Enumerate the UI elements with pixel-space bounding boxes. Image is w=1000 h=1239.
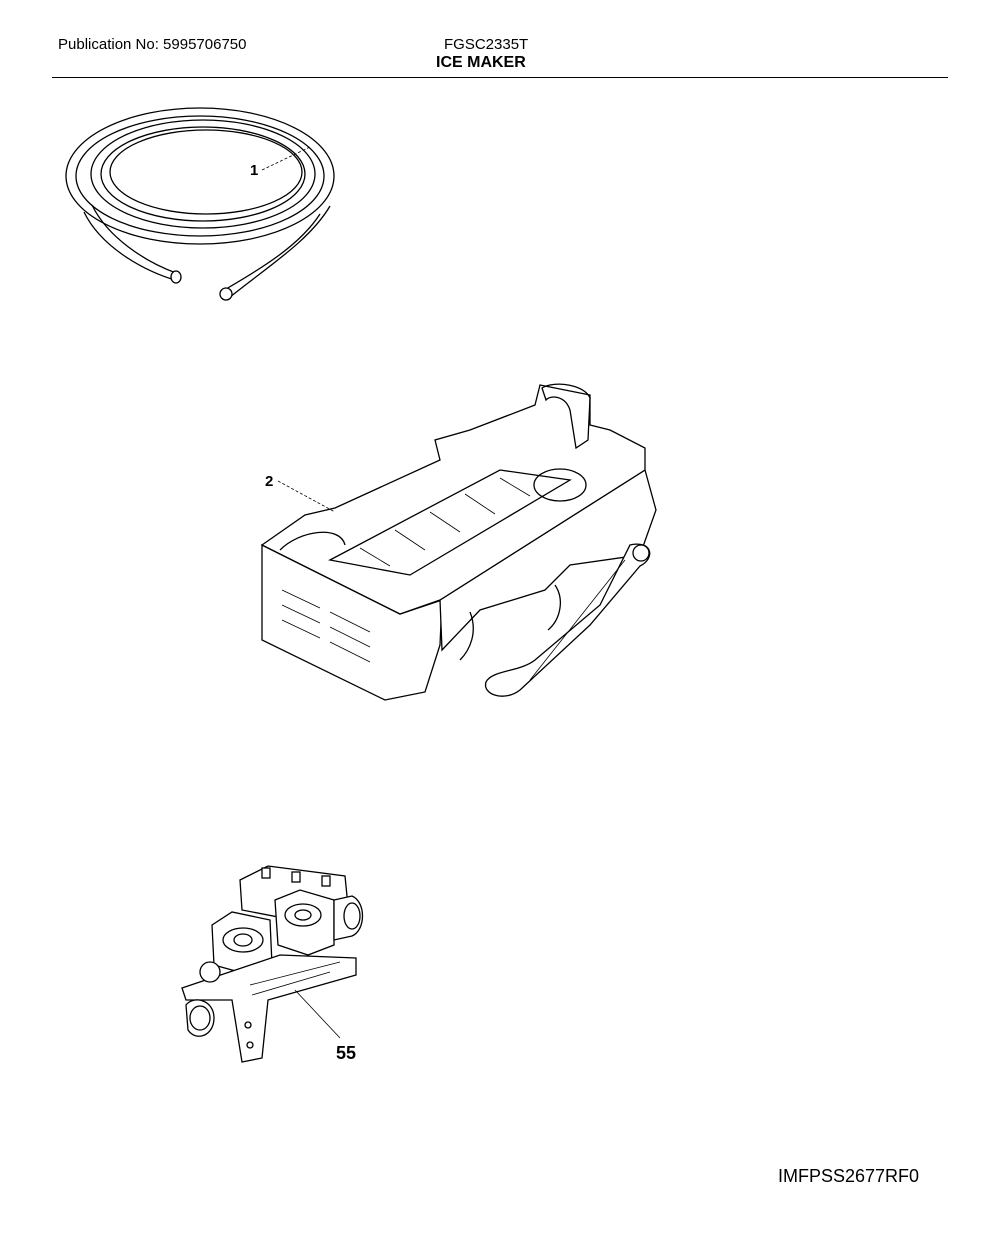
- diagram-code: IMFPSS2677RF0: [778, 1166, 920, 1186]
- water-inlet-valve[interactable]: [181, 865, 364, 1063]
- ice-maker-assembly[interactable]: [260, 383, 657, 701]
- leader-line-2: [277, 480, 336, 513]
- callout-2: 2: [265, 473, 273, 490]
- callout-1: 1: [250, 162, 258, 179]
- publication-number: Publication No: 5995706750: [58, 36, 247, 53]
- callout-55: 55: [336, 1043, 356, 1063]
- leader-line-1: [261, 146, 311, 171]
- water-tube-coil[interactable]: [65, 107, 335, 301]
- model-number: FGSC2335T: [444, 36, 529, 53]
- leader-line-55: [294, 989, 341, 1039]
- header-divider: [52, 77, 948, 78]
- page-title: ICE MAKER: [436, 54, 526, 71]
